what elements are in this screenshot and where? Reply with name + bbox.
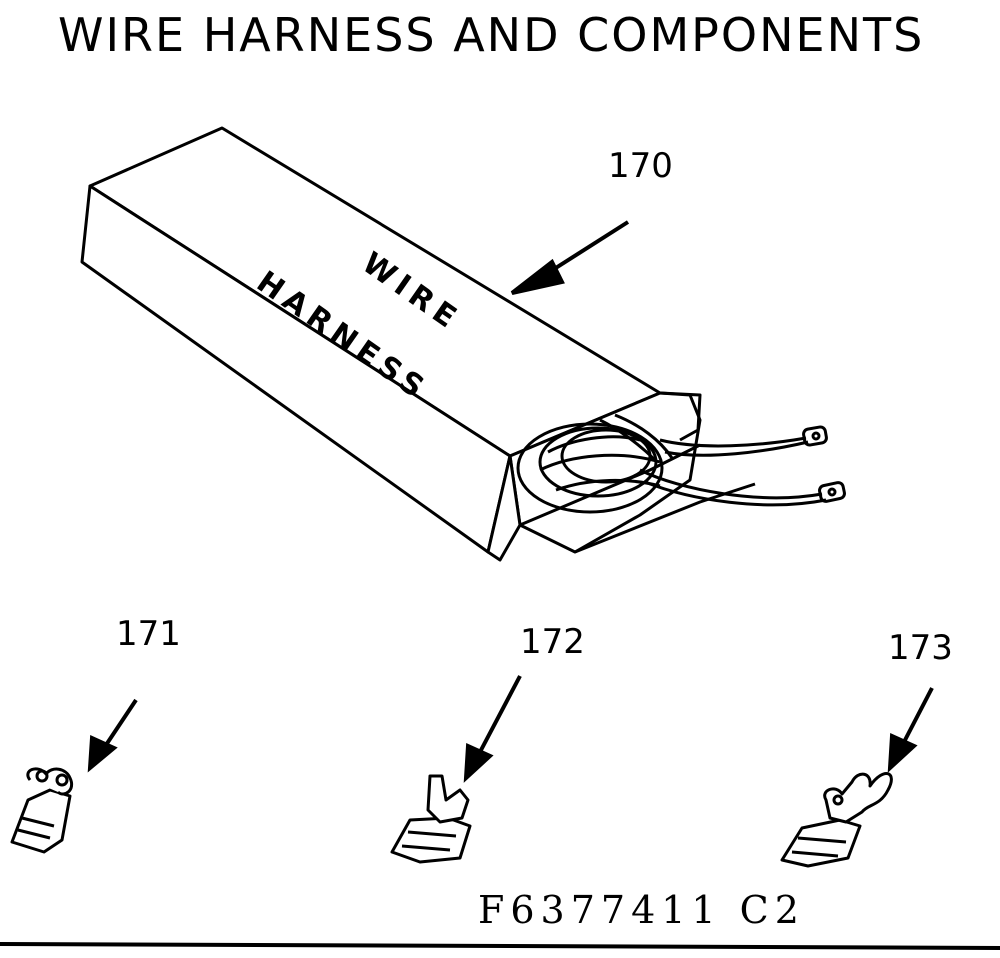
bottom-rule	[0, 942, 1000, 950]
terminal-171	[10, 767, 73, 854]
diagram-title: WIRE HARNESS AND COMPONENTS	[58, 8, 925, 62]
callout-170: 170	[608, 146, 673, 186]
callout-172: 172	[520, 622, 585, 662]
arrow-171	[87, 698, 138, 773]
terminal-173	[780, 772, 893, 868]
wire-leads	[639, 425, 846, 507]
box-label-line1: WIRE	[356, 246, 468, 339]
callout-171: 171	[116, 614, 181, 654]
arrow-172	[463, 675, 522, 783]
terminal-172	[390, 774, 472, 864]
arrow-173	[887, 687, 934, 773]
drawing-code: F6377411 C2	[478, 888, 805, 932]
arrow-170	[510, 220, 630, 295]
callout-173: 173	[888, 628, 953, 668]
wire-harness-box	[80, 126, 756, 562]
